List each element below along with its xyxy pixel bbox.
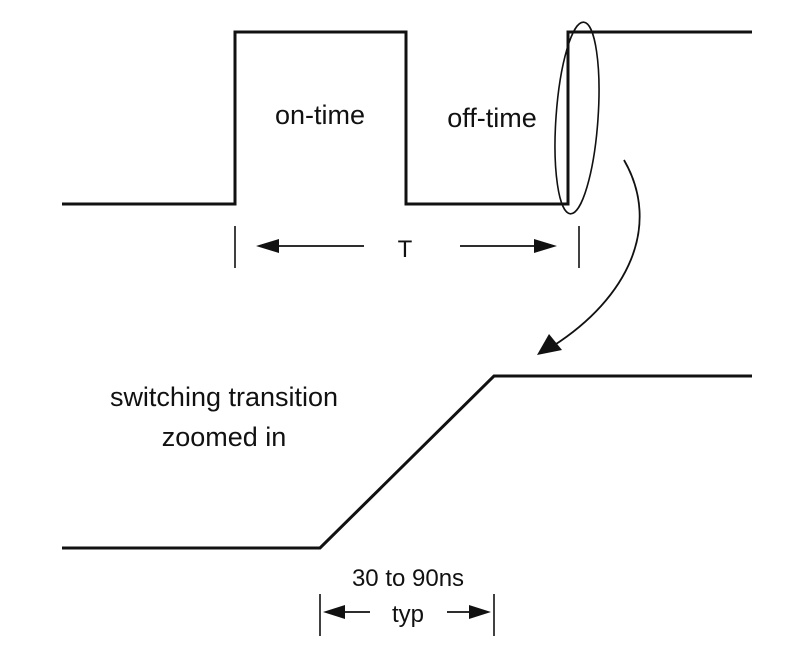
zoom-caption-line2: zoomed in — [162, 422, 287, 452]
zoom-arrow — [537, 159, 641, 355]
on-time-label: on-time — [275, 100, 365, 130]
period-dimension: T — [234, 226, 580, 268]
zoom-caption-line1: switching transition — [110, 382, 338, 412]
transition-time-label: 30 to 90ns — [352, 565, 464, 592]
off-time-label: off-time — [447, 103, 537, 133]
transition-left-arrowhead — [323, 605, 345, 619]
zoom-arrowhead — [537, 334, 562, 355]
period-label: T — [398, 236, 413, 263]
transition-time-dimension: 30 to 90ns typ — [319, 565, 495, 636]
zoom-highlight-ellipse — [554, 21, 600, 215]
transition-right-arrowhead — [469, 605, 491, 619]
pwm-waveform — [62, 30, 752, 206]
transition-typ-label: typ — [392, 601, 424, 628]
zoom-arrow-curve — [552, 159, 641, 347]
period-right-arrowhead — [534, 239, 557, 253]
zoomed-transition-trace — [62, 374, 752, 550]
period-left-arrowhead — [256, 239, 279, 253]
pwm-pulse-trace — [62, 30, 752, 206]
